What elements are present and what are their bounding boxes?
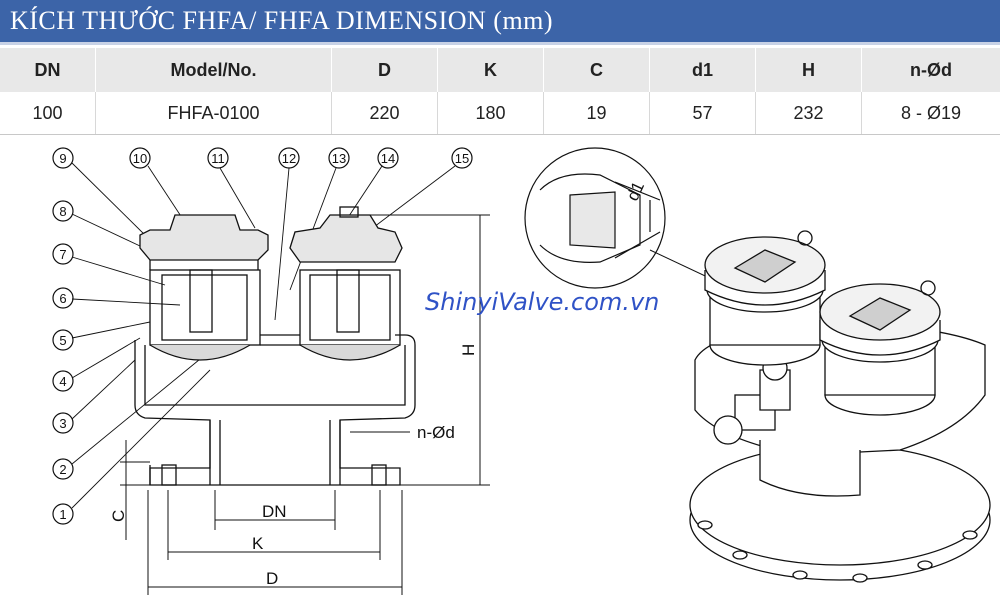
column-header: H (755, 48, 862, 92)
page-title: KÍCH THƯỚC FHFA/ FHFA DIMENSION (mm) (10, 6, 554, 35)
part-number-3: 3 (59, 416, 66, 431)
part-number-1: 1 (59, 507, 66, 522)
dimension-label-n-od: n-Ød (417, 423, 455, 442)
isometric-view (689, 230, 991, 583)
table-cell: 232 (755, 92, 862, 135)
watermark-text: ShinyiValve.com.vn (425, 288, 660, 316)
part-number-5: 5 (59, 333, 66, 348)
dimension-label-h: H (459, 344, 478, 356)
part-number-10: 10 (133, 151, 147, 166)
part-callouts-left (52, 147, 74, 525)
technical-drawing: 9 8 7 6 5 4 3 2 1 10 11 12 13 14 15 (52, 147, 991, 595)
table-cell: 8 - Ø19 (861, 92, 1000, 135)
table-cell: 19 (543, 92, 650, 135)
table-header-row: DN Model/No. D K C d1 H n-Ød (0, 48, 1000, 92)
column-header: d1 (649, 48, 756, 92)
table-row: 100 FHFA-0100 220 180 19 57 232 8 - Ø19 (0, 92, 1000, 135)
column-header: K (437, 48, 544, 92)
part-number-8: 8 (59, 204, 66, 219)
dimension-label-d: D (266, 569, 278, 588)
part-number-2: 2 (59, 462, 66, 477)
column-header: DN (0, 48, 96, 92)
column-header: D (331, 48, 438, 92)
part-number-13: 13 (332, 151, 346, 166)
dimension-table: DN Model/No. D K C d1 H n-Ød 100 FHFA-01… (0, 48, 1000, 135)
part-number-15: 15 (455, 151, 469, 166)
part-number-14: 14 (381, 151, 395, 166)
part-callouts-top (129, 147, 473, 169)
dimension-label-k: K (252, 534, 264, 553)
section-view (134, 206, 416, 486)
part-number-11: 11 (211, 151, 225, 166)
title-bar: KÍCH THƯỚC FHFA/ FHFA DIMENSION (mm) (0, 0, 1000, 45)
column-header: C (543, 48, 650, 92)
table-cell: 57 (649, 92, 756, 135)
part-number-6: 6 (59, 291, 66, 306)
part-number-4: 4 (59, 374, 66, 389)
column-header: Model/No. (95, 48, 332, 92)
dimension-lines (120, 214, 490, 595)
table-cell: 180 (437, 92, 544, 135)
table-cell: 100 (0, 92, 96, 135)
part-number-9: 9 (59, 151, 66, 166)
dimension-label-c: C (109, 510, 128, 522)
part-number-7: 7 (59, 247, 66, 262)
table-cell: 220 (331, 92, 438, 135)
part-number-12: 12 (282, 151, 296, 166)
column-header: n-Ød (861, 48, 1000, 92)
detail-view (524, 147, 666, 289)
table-cell: FHFA-0100 (95, 92, 332, 135)
dimension-label-dn: DN (262, 502, 287, 521)
